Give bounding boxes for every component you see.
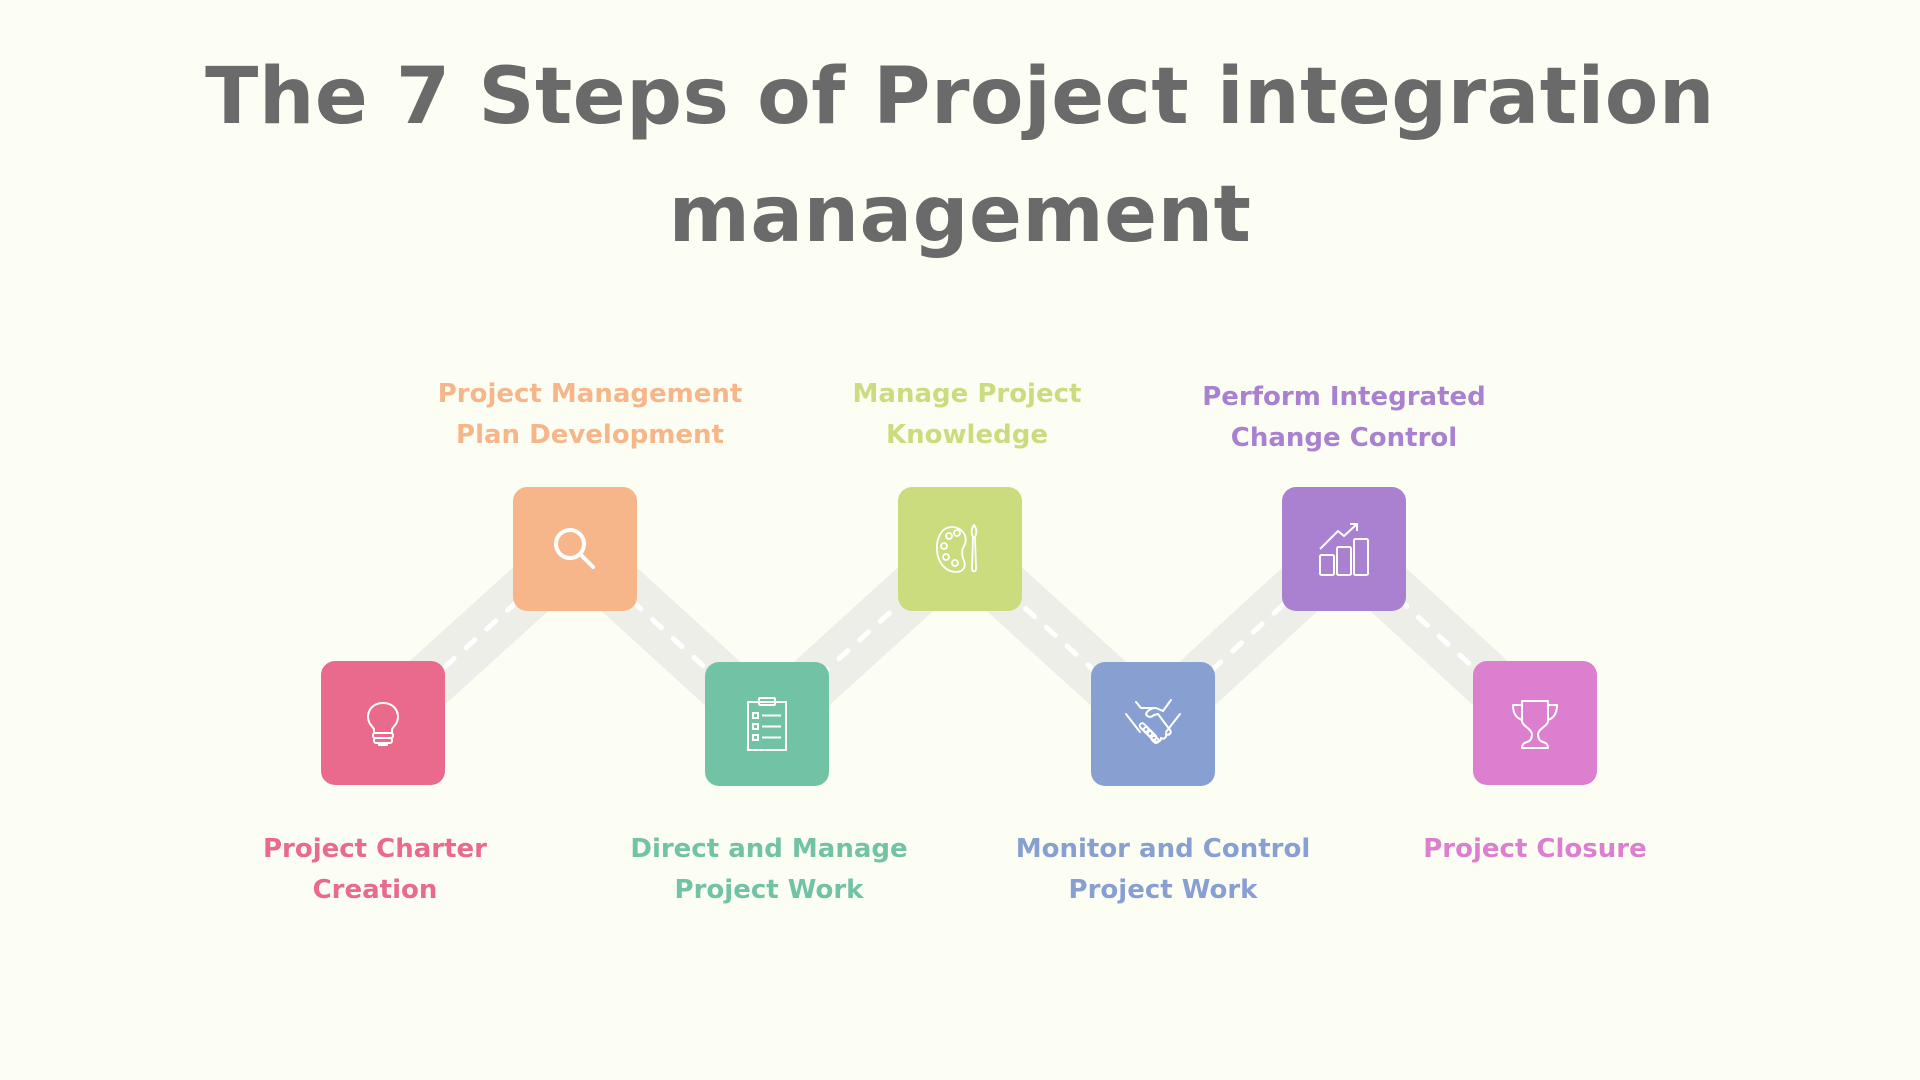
step-7-box [1473, 661, 1597, 785]
magnifier-icon [554, 528, 595, 569]
title-line-2: management [668, 170, 1252, 260]
page-title: The 7 Steps of Project integration manag… [0, 38, 1920, 274]
step-5-label-line2: Project Work [1068, 875, 1258, 905]
step-1-box [321, 661, 445, 785]
step-5-box [1091, 662, 1215, 786]
handshake-icon [1125, 699, 1181, 745]
title-line-1: The 7 Steps of Project integration [205, 52, 1715, 142]
step-1-label-line1: Project Charter [262, 834, 488, 864]
step-4-label-line1: Manage Project [852, 379, 1082, 409]
step-6-label: Perform Integrated Change Control [1164, 377, 1524, 459]
step-3-label-line1: Direct and Manage [630, 834, 908, 864]
trophy-icon [1512, 700, 1558, 749]
step-2-box [513, 487, 637, 611]
step-4-label: Manage Project Knowledge [787, 374, 1147, 456]
step-2-label: Project Management Plan Development [410, 374, 770, 456]
step-4-label-line2: Knowledge [886, 420, 1048, 450]
step-1-label-line2: Creation [312, 875, 438, 905]
checklist-clipboard-icon [747, 697, 787, 751]
step-6-box [1282, 487, 1406, 611]
step-4-box [898, 487, 1022, 611]
lightbulb-icon [367, 702, 399, 746]
step-2-label-line1: Project Management [437, 379, 743, 409]
step-6-label-line1: Perform Integrated [1202, 382, 1486, 412]
step-7-label: Project Closure [1355, 829, 1715, 870]
step-5-label: Monitor and Control Project Work [983, 829, 1343, 911]
step-6-label-line2: Change Control [1230, 423, 1458, 453]
step-2-label-line2: Plan Development [456, 420, 724, 450]
step-3-label: Direct and Manage Project Work [589, 829, 949, 911]
step-3-label-line2: Project Work [674, 875, 864, 905]
palette-brush-icon [936, 523, 978, 573]
step-5-label-line1: Monitor and Control [1015, 834, 1311, 864]
growth-chart-icon [1319, 523, 1369, 576]
step-3-box [705, 662, 829, 786]
step-7-label-line1: Project Closure [1423, 834, 1647, 864]
step-1-label: Project Charter Creation [195, 829, 555, 911]
